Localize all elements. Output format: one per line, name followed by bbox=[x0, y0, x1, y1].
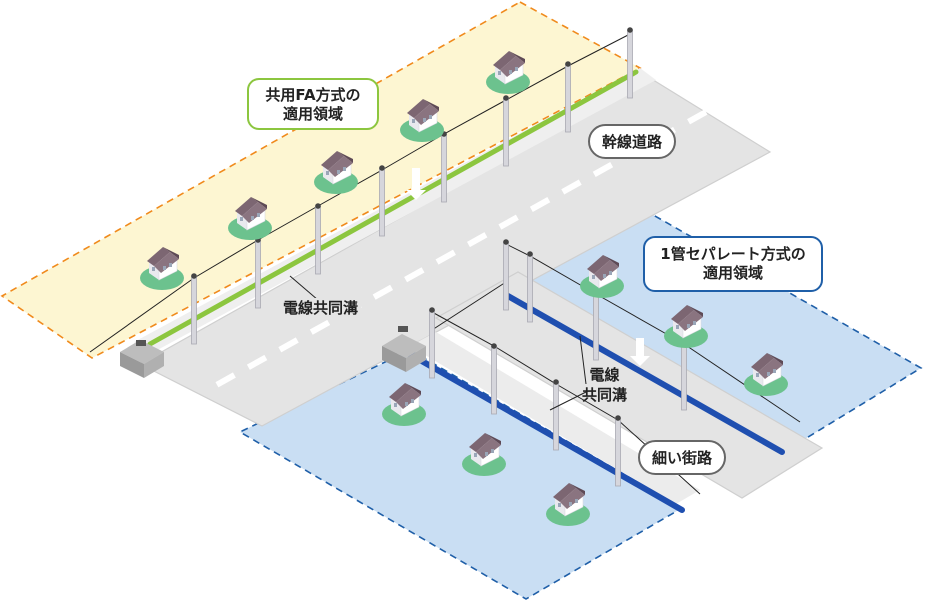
trench-street-label: 電線 共同溝 bbox=[582, 366, 627, 405]
trunk-road bbox=[138, 77, 772, 427]
fa-method-area-label-line2: 適用領域 bbox=[282, 104, 343, 123]
trench-green-pipe bbox=[147, 69, 639, 347]
trunk-road-label: 幹線道路 bbox=[588, 124, 677, 159]
blue-pipe-arrow bbox=[630, 338, 650, 366]
trench-blue-pipe-right bbox=[505, 293, 785, 455]
separate-method-area-label-line2: 適用領域 bbox=[702, 263, 763, 282]
green-pipe-arrow bbox=[406, 168, 426, 200]
separate-method-area-label: 1管セパレート方式の 適用領域 bbox=[643, 236, 823, 292]
trench-main-label: 電線共同溝 bbox=[280, 298, 362, 320]
trench-street-leader-2 bbox=[579, 335, 587, 385]
trench-street-leader-1 bbox=[549, 391, 587, 411]
trench-street-label-line2: 共同溝 bbox=[582, 385, 628, 404]
trench-blue-pipe-left bbox=[403, 349, 685, 513]
narrow-street bbox=[434, 271, 824, 499]
narrow-street-label: 細い街路 bbox=[638, 440, 727, 475]
trench-street-label-line1: 電線 bbox=[589, 366, 620, 384]
fa-method-area-label-line1: 共用FA方式の bbox=[265, 86, 361, 104]
overhead-wire-cross bbox=[431, 281, 507, 331]
ground-transformer-right bbox=[382, 326, 426, 372]
separate-method-area-label-line1: 1管セパレート方式の bbox=[660, 245, 806, 263]
trench-main-leader bbox=[289, 275, 319, 301]
trunk-road-center-dashes bbox=[202, 109, 708, 395]
fa-method-area-label: 共用FA方式の 適用領域 bbox=[247, 78, 379, 130]
ground-transformer-left bbox=[120, 340, 164, 378]
